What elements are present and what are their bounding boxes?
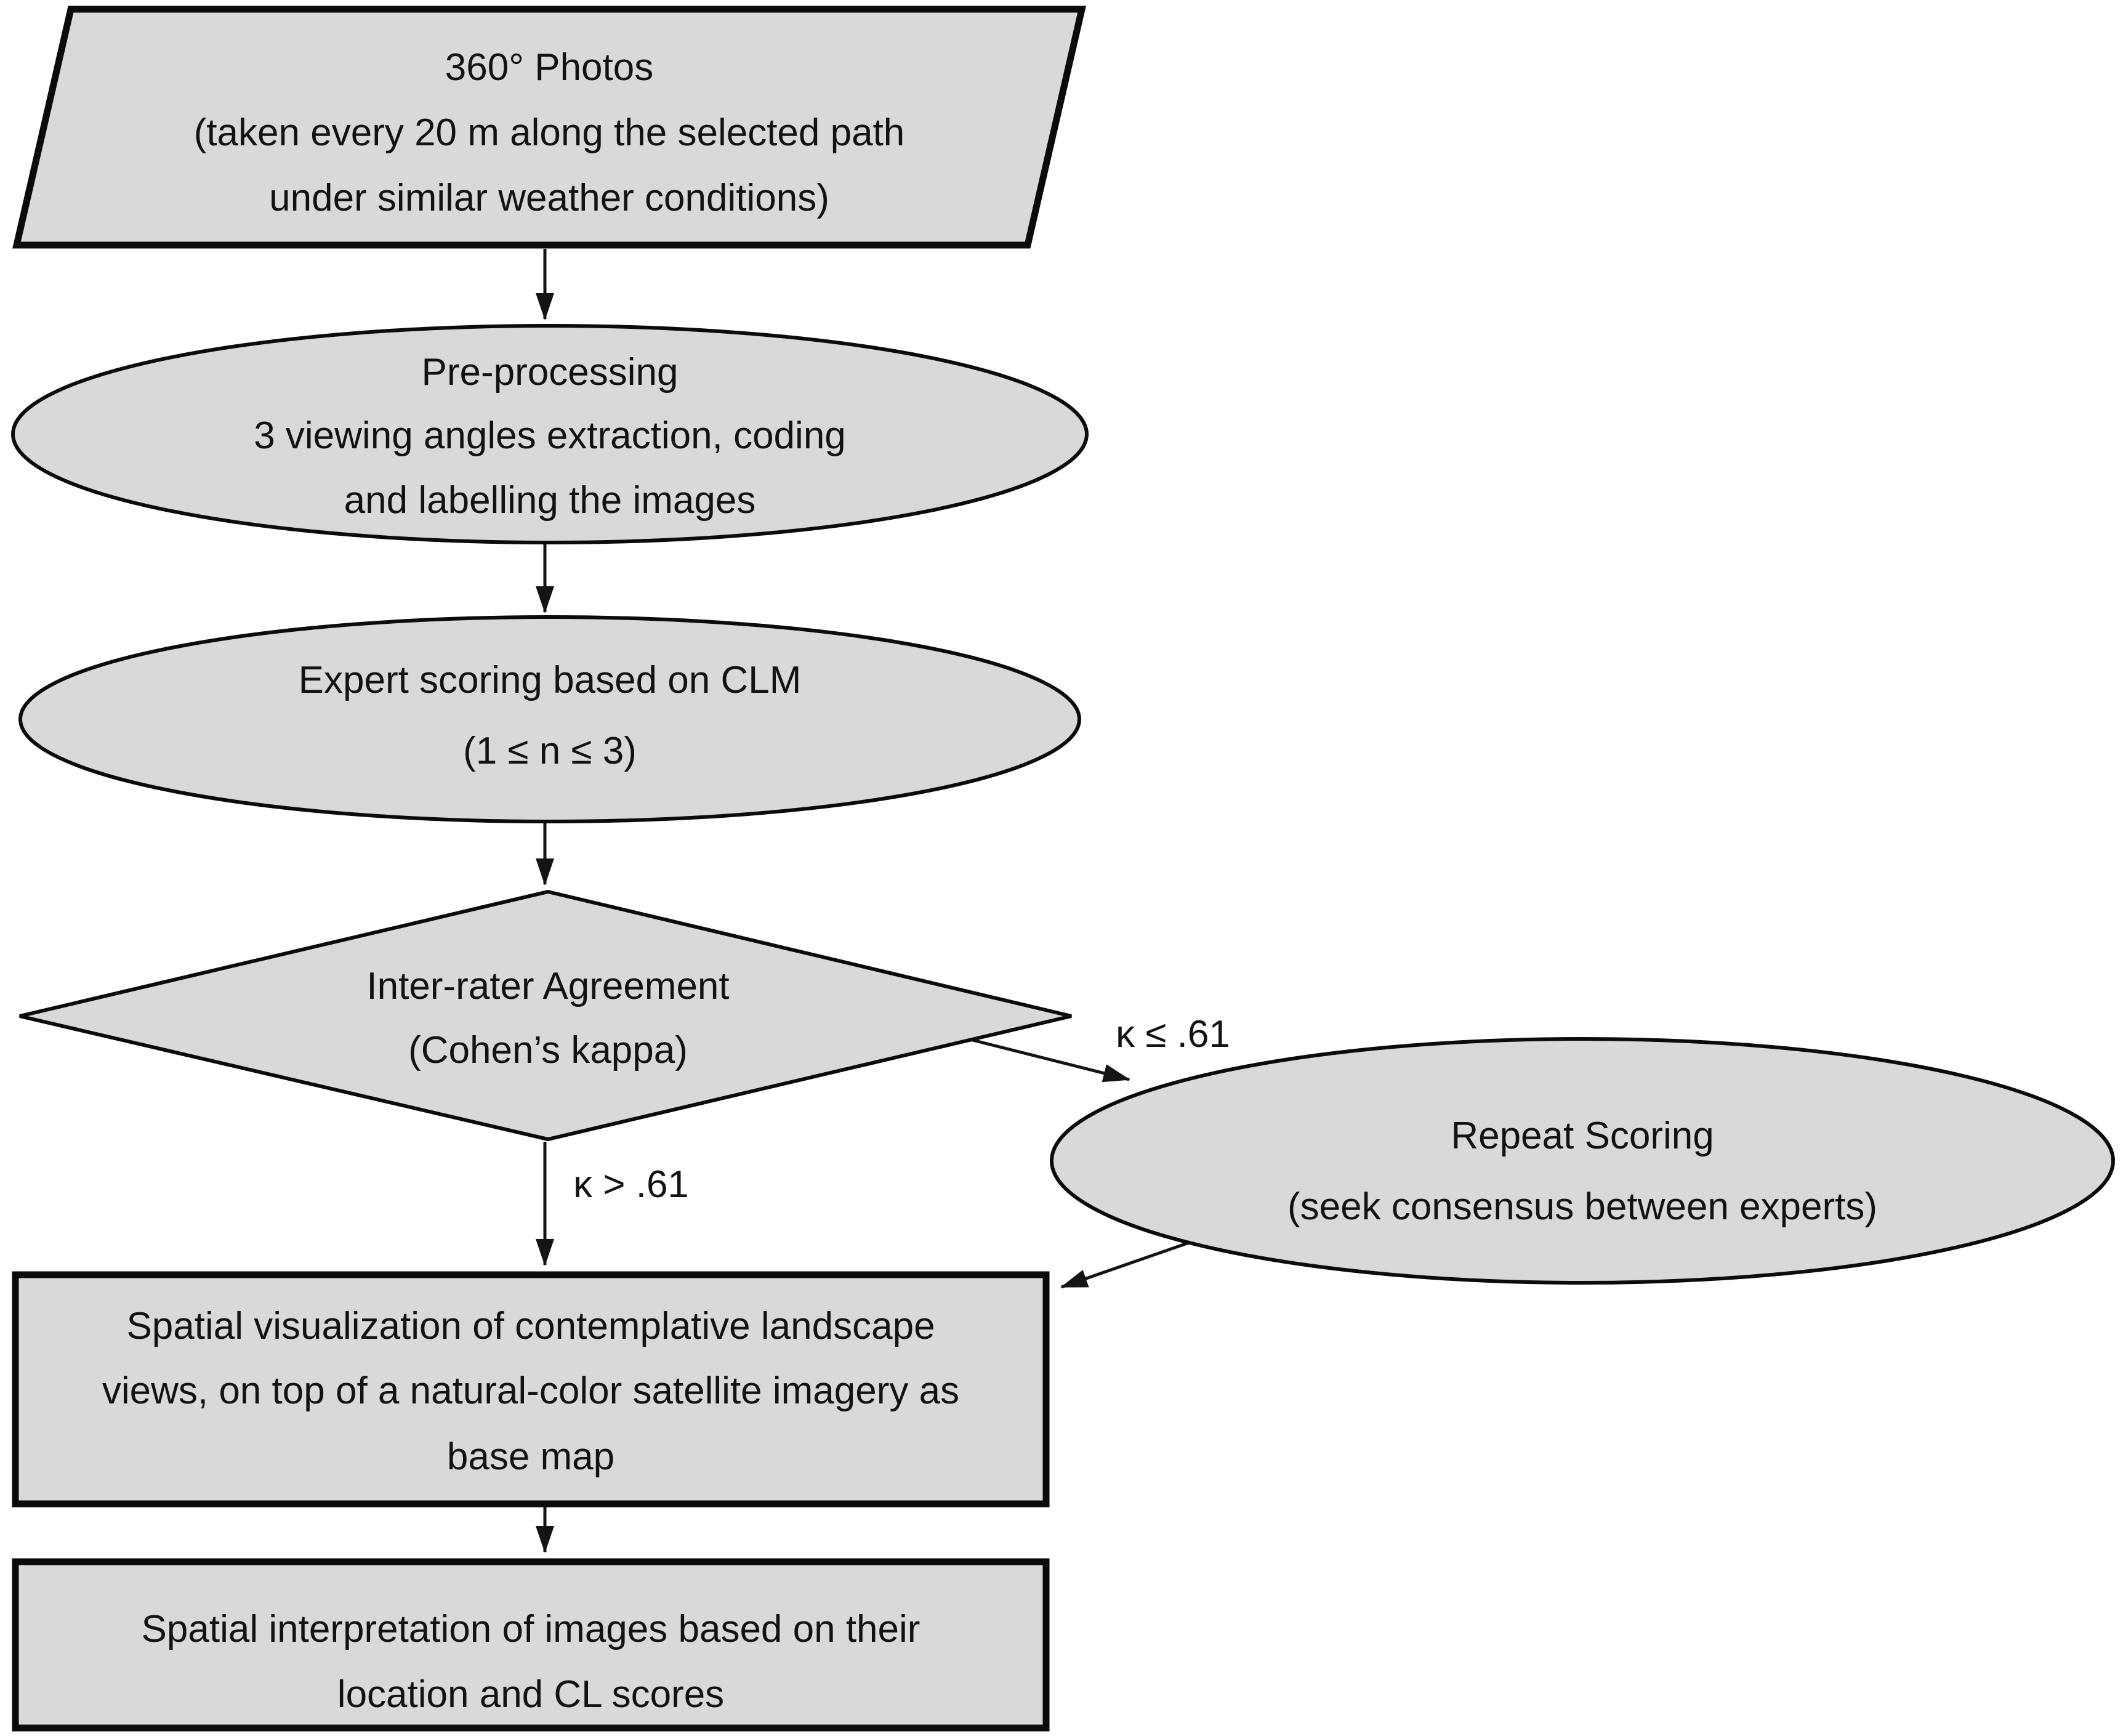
- repeat-scoring-ellipse: [1050, 1037, 2115, 1285]
- node-inter-rater: Inter-rater Agreement (Cohen’s kappa): [19, 889, 1072, 1142]
- spatial-interpretation-line-1: Spatial interpretation of images based o…: [142, 1608, 921, 1650]
- flow-arrows: [536, 249, 1200, 1553]
- node-spatial-visualization: Spatial visualization of contemplative l…: [12, 1271, 1050, 1508]
- edge-label-kappa-le: κ ≤ .61: [1116, 1013, 1230, 1056]
- photos-parallelogram: [12, 6, 1086, 249]
- photos-line-1: 360° Photos: [445, 46, 654, 89]
- repeat-scoring-line-2: (seek consensus between experts): [1287, 1185, 1877, 1228]
- inter-rater-line-2: (Cohen’s kappa): [408, 1029, 688, 1072]
- spatial-visualization-line-2: views, on top of a natural-color satelli…: [102, 1370, 959, 1412]
- inter-rater-diamond: [19, 889, 1072, 1142]
- repeat-scoring-line-1: Repeat Scoring: [1451, 1115, 1714, 1157]
- node-repeat-scoring: Repeat Scoring (seek consensus between e…: [1050, 1037, 2115, 1285]
- preprocessing-line-3: and labelling the images: [344, 479, 756, 522]
- spatial-visualization-line-3: base map: [447, 1435, 614, 1478]
- inter-rater-line-1: Inter-rater Agreement: [366, 965, 729, 1007]
- spatial-interpretation-line-2: location and CL scores: [337, 1673, 724, 1716]
- spatial-visualization-rect: [12, 1271, 1050, 1508]
- node-photos: 360° Photos (taken every 20 m along the …: [12, 6, 1086, 249]
- node-spatial-interpretation: Spatial interpretation of images based o…: [12, 1558, 1050, 1732]
- preprocessing-line-2: 3 viewing angles extraction, coding: [254, 414, 846, 457]
- expert-scoring-line-1: Expert scoring based on CLM: [299, 659, 802, 701]
- expert-scoring-line-2: (1 ≤ n ≤ 3): [463, 730, 637, 772]
- edge-label-kappa-gt: κ > .61: [573, 1163, 689, 1206]
- node-expert-scoring: Expert scoring based on CLM (1 ≤ n ≤ 3): [18, 615, 1081, 823]
- spatial-interpretation-rect: [12, 1558, 1050, 1732]
- arrow-repeat-scoring-to-spatial-visualization: [1060, 1237, 1200, 1289]
- spatial-visualization-line-1: Spatial visualization of contemplative l…: [126, 1305, 935, 1347]
- arrow-inter-rater-to-repeat-scoring: [970, 1038, 1130, 1083]
- expert-scoring-ellipse: [18, 615, 1081, 823]
- photos-line-2: (taken every 20 m along the selected pat…: [194, 111, 905, 154]
- photos-line-3: under similar weather conditions): [269, 177, 829, 219]
- preprocessing-line-1: Pre-processing: [422, 351, 679, 394]
- node-preprocessing: Pre-processing 3 viewing angles extracti…: [11, 324, 1089, 544]
- preprocessing-ellipse: [11, 324, 1089, 544]
